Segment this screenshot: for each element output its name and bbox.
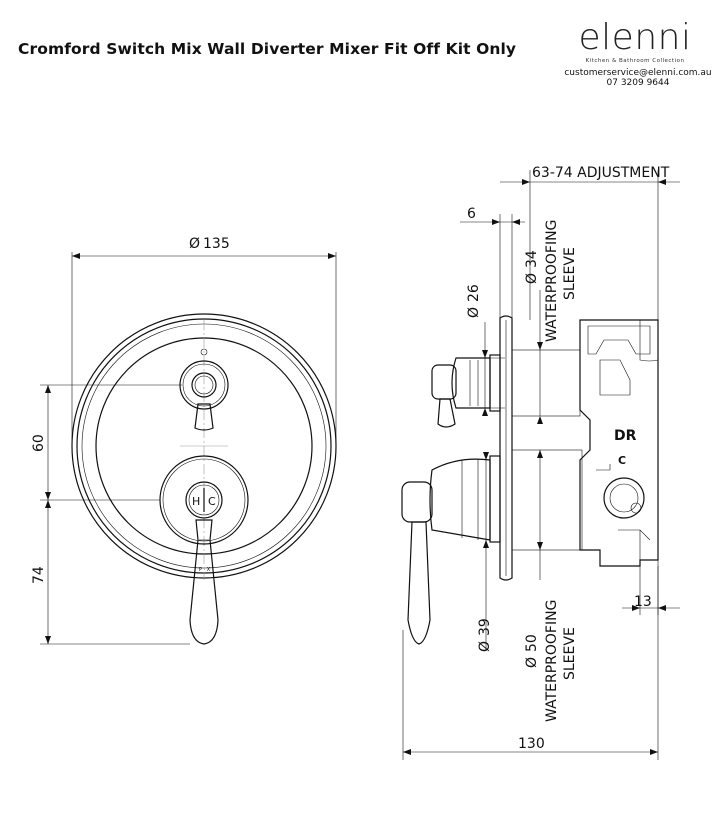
dim-130: 130	[518, 736, 545, 752]
handle-label-c: C	[208, 495, 216, 508]
dim-26: 26	[466, 284, 482, 302]
sleeve-bottom-line1: WATERPROOFING	[544, 600, 560, 722]
dim-34: 34	[524, 250, 540, 268]
sleeve-bottom-line2: SLEEVE	[562, 627, 578, 680]
dim-13: 13	[634, 594, 652, 610]
dim-39-symbol: Ø	[477, 641, 493, 652]
dim-39: 39	[477, 618, 493, 636]
brand-mark: P · X	[199, 567, 211, 573]
sleeve-top-line2: SLEEVE	[562, 247, 578, 300]
dim-50: 50	[524, 634, 540, 652]
page-title: Cromford Switch Mix Wall Diverter Mixer …	[18, 40, 517, 58]
logo-text: elenni	[578, 17, 692, 58]
contact-phone: 07 3209 9644	[606, 78, 670, 88]
dim-diameter-symbol: Ø	[189, 236, 200, 252]
dim-26-symbol: Ø	[466, 307, 482, 318]
dim-adjustment: 63-74 ADJUSTMENT	[532, 165, 670, 181]
sleeve-top-line1: WATERPROOFING	[544, 220, 560, 342]
brand-logo: elenni Kitchen & Bathroom Collection	[560, 17, 710, 65]
contact-email: customerservice@elenni.com.au	[564, 68, 712, 78]
handle-label-h: H	[192, 495, 200, 508]
dim-6: 6	[467, 206, 476, 222]
side-view: DR C 63-74 ADJUSTMENT 6 Ø 26 Ø 34 WATERP…	[401, 165, 680, 760]
logo-tagline: Kitchen & Bathroom Collection	[585, 58, 685, 64]
dim-74: 74	[31, 566, 47, 584]
dim-34-symbol: Ø	[524, 273, 540, 284]
dim-50-symbol: Ø	[524, 657, 540, 668]
front-view: P · X Ø 135 60 74 H C	[31, 236, 337, 645]
dim-60: 60	[31, 434, 47, 452]
port-label-dr: DR	[614, 428, 637, 444]
contact-info: customerservice@elenni.com.au 07 3209 96…	[560, 68, 716, 88]
port-label-c: C	[618, 454, 626, 467]
dim-diameter-135: 135	[203, 236, 230, 252]
